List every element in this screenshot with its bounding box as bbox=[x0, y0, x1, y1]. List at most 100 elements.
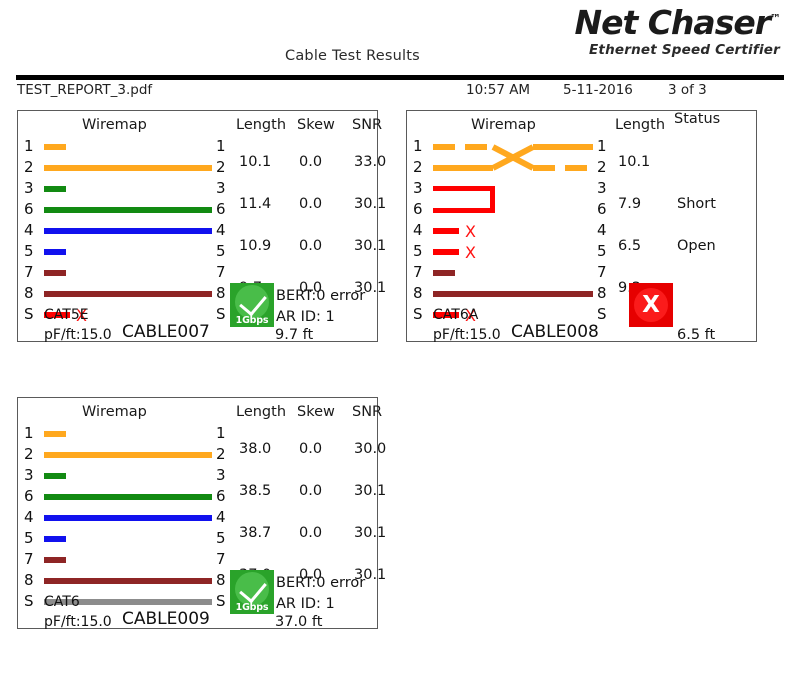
pin-label-left: 4 bbox=[24, 508, 34, 526]
column-header-length: Length bbox=[615, 117, 666, 133]
pin-label-left: 8 bbox=[413, 284, 423, 302]
pin-label-right: S bbox=[216, 592, 226, 610]
pin-label-right: 6 bbox=[597, 200, 607, 218]
trademark-icon: ™ bbox=[770, 12, 781, 25]
wire-line bbox=[44, 249, 212, 255]
pin-label-right: 7 bbox=[216, 263, 226, 281]
wire-line bbox=[44, 431, 212, 437]
pass-badge: 1Gbps bbox=[230, 570, 274, 614]
pin-label-right: 2 bbox=[597, 158, 607, 176]
column-header-length: Length bbox=[236, 404, 287, 420]
pin-label-right: 5 bbox=[216, 242, 226, 260]
cable-capacitance: pF/ft:15.0 bbox=[44, 614, 112, 630]
pin-label-right: 3 bbox=[597, 179, 607, 197]
pin-label-left: 4 bbox=[24, 221, 34, 239]
pair-length-value: 10.9 bbox=[239, 238, 272, 254]
brand-logo: Net Chaser™ Ethernet Speed Certifier bbox=[574, 3, 781, 58]
autoneg-id: AR ID: 1 bbox=[276, 309, 335, 325]
pin-label-left: 7 bbox=[24, 263, 34, 281]
column-header-skew: Skew bbox=[297, 404, 335, 420]
pin-label-right: S bbox=[216, 305, 226, 323]
pin-label-right: 1 bbox=[216, 137, 226, 155]
fail-badge: X bbox=[629, 283, 673, 327]
pair-length-value: 10.1 bbox=[618, 154, 651, 170]
pass-badge: 1Gbps bbox=[230, 283, 274, 327]
report-time: 10:57 AM bbox=[466, 82, 531, 98]
pin-label-left: 3 bbox=[413, 179, 423, 197]
wire-line bbox=[44, 536, 212, 542]
pin-label-left: 1 bbox=[24, 424, 34, 442]
pair-snr-value: 30.1 bbox=[354, 280, 387, 296]
wire-line bbox=[44, 144, 212, 150]
pin-label-left: S bbox=[24, 592, 34, 610]
wire-line bbox=[433, 270, 593, 276]
pair-skew-value: 0.0 bbox=[299, 196, 323, 212]
column-header-skew: Skew bbox=[297, 117, 335, 133]
page-header: Cable Test Results Net Chaser™ Ethernet … bbox=[0, 0, 800, 72]
pass-circle bbox=[235, 572, 269, 606]
pin-label-left: 1 bbox=[413, 137, 423, 155]
report-meta: TEST_REPORT_3.pdf 10:57 AM 5-11-2016 3 o… bbox=[0, 82, 800, 102]
column-header-wiremap: Wiremap bbox=[471, 117, 536, 133]
pin-label-right: 5 bbox=[597, 242, 607, 260]
cable-category: CAT6A bbox=[433, 307, 479, 323]
crossed-wire-2-mid bbox=[491, 144, 535, 171]
x-mark-icon: X bbox=[642, 292, 660, 318]
open-fault-x-icon: X bbox=[465, 222, 476, 241]
autoneg-id: AR ID: 1 bbox=[276, 596, 335, 612]
report-page-number: 3 of 3 bbox=[668, 82, 707, 98]
pair-snr-value: 33.0 bbox=[354, 154, 387, 170]
pin-label-right: 8 bbox=[597, 284, 607, 302]
wire-line bbox=[44, 473, 212, 479]
open-fault-stub bbox=[433, 228, 459, 234]
brand-name-text: Net Chaser bbox=[574, 3, 771, 42]
pair-status-value: Open bbox=[677, 238, 716, 254]
pair-length-value: 38.0 bbox=[239, 441, 272, 457]
pin-label-left: 2 bbox=[24, 158, 34, 176]
open-fault-stub bbox=[433, 249, 459, 255]
column-header-snr: SNR bbox=[352, 117, 383, 133]
header-divider bbox=[16, 75, 784, 80]
wire-line bbox=[44, 599, 212, 605]
wire-line bbox=[44, 207, 212, 213]
pin-label-right: 4 bbox=[216, 508, 226, 526]
total-length-value: 6.5 ft bbox=[677, 327, 716, 343]
pin-label-right: 2 bbox=[216, 445, 226, 463]
pin-label-left: 6 bbox=[413, 200, 423, 218]
pair-skew-value: 0.0 bbox=[299, 441, 323, 457]
pair-skew-value: 0.0 bbox=[299, 280, 323, 296]
pair-skew-value: 0.0 bbox=[299, 483, 323, 499]
cable-category: CAT5E bbox=[44, 307, 89, 323]
wire-line bbox=[44, 452, 212, 458]
cable-name: CABLE008 bbox=[511, 322, 599, 342]
pin-label-right: 2 bbox=[216, 158, 226, 176]
short-fault-bracket bbox=[433, 186, 495, 213]
open-fault-x-icon: X bbox=[76, 306, 87, 325]
cable-capacitance: pF/ft:15.0 bbox=[44, 327, 112, 343]
pin-label-left: 2 bbox=[413, 158, 423, 176]
pin-label-left: 3 bbox=[24, 179, 34, 197]
pair-length-value: 6.5 bbox=[618, 238, 642, 254]
pin-label-left: 4 bbox=[413, 221, 423, 239]
pin-label-right: 8 bbox=[216, 571, 226, 589]
wire-line bbox=[44, 515, 212, 521]
open-fault-x-icon: X bbox=[465, 306, 476, 325]
pin-label-left: 1 bbox=[24, 137, 34, 155]
pair-snr-value: 30.1 bbox=[354, 196, 387, 212]
page-title: Cable Test Results bbox=[285, 48, 420, 64]
open-fault-stub bbox=[433, 312, 459, 318]
pin-label-left: 3 bbox=[24, 466, 34, 484]
pair-skew-value: 0.0 bbox=[299, 238, 323, 254]
wire-line bbox=[44, 291, 212, 297]
pin-label-right: 4 bbox=[216, 221, 226, 239]
pin-label-right: S bbox=[597, 305, 607, 323]
pair-skew-value: 0.0 bbox=[299, 154, 323, 170]
cable-name: CABLE007 bbox=[122, 322, 210, 342]
pair-status-value: Short bbox=[677, 196, 716, 212]
cable-category: CAT6 bbox=[44, 594, 80, 610]
pin-label-left: S bbox=[24, 305, 34, 323]
column-header-status: Status bbox=[674, 111, 721, 127]
pin-label-left: 5 bbox=[24, 529, 34, 547]
